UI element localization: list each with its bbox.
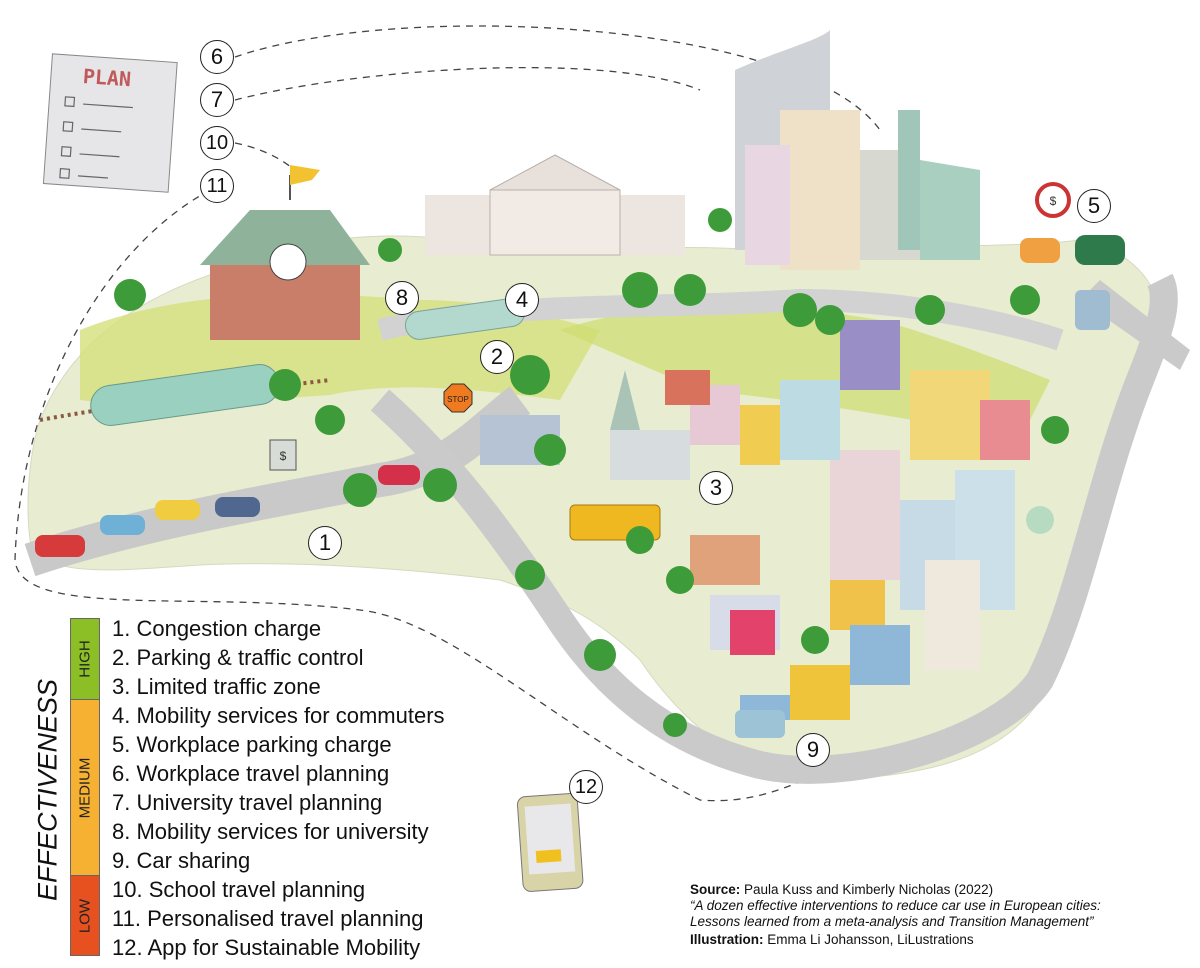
marker-6: 6	[200, 40, 234, 74]
school-building	[200, 165, 370, 340]
legend-item: 1. Congestion charge	[112, 616, 322, 641]
legend-item: 2. Parking & traffic control	[112, 645, 364, 670]
source-title-line1: “A dozen effective interventions to redu…	[690, 898, 1101, 913]
charge-sign-road-text: $	[280, 449, 287, 463]
parking-charge-sign: $	[1035, 182, 1071, 218]
marker-4: 4	[505, 283, 539, 317]
legend-item: 9. Car sharing	[112, 848, 251, 873]
parking-charge-sign-text: $	[1050, 194, 1057, 208]
phone-app	[516, 793, 584, 892]
dashed-boundary	[14, 25, 881, 802]
level-low: LOW	[70, 875, 100, 956]
legend-item: 6. Workplace travel planning	[112, 761, 390, 786]
office-towers	[735, 30, 980, 270]
illustrator: Emma Li Johansson, LiLustrations	[767, 932, 974, 947]
illustration-label: Illustration:	[690, 932, 764, 947]
plan-title: PLAN	[82, 64, 132, 91]
cars	[35, 235, 1125, 738]
stop-sign: STOP	[443, 383, 473, 413]
university-building	[425, 154, 685, 256]
marker-3: 3	[699, 471, 733, 505]
plan-paper: PLAN	[42, 53, 178, 193]
intervention-legend: 1. Congestion charge 2. Parking & traffi…	[112, 614, 445, 962]
legend-item: 7. University travel planning	[112, 790, 383, 815]
source-credit: Source: Paula Kuss and Kimberly Nicholas…	[690, 882, 1101, 948]
marker-12: 12	[569, 770, 603, 804]
marker-1: 1	[308, 526, 342, 560]
city-blocks	[480, 320, 1030, 720]
source-label: Source:	[690, 882, 741, 897]
source-title-line2: Lessons learned from a meta-analysis and…	[690, 914, 1094, 929]
legend-item: 10. School travel planning	[112, 877, 366, 902]
marker-9: 9	[796, 733, 830, 767]
marker-11: 11	[200, 169, 234, 203]
legend-item: 3. Limited traffic zone	[112, 674, 321, 699]
marker-2: 2	[480, 340, 514, 374]
marker-5: 5	[1077, 189, 1111, 223]
level-medium-label: MEDIUM	[76, 757, 94, 818]
level-low-label: LOW	[76, 898, 94, 933]
legend-item: 11. Personalised travel planning	[112, 906, 424, 931]
legend-item: 8. Mobility services for university	[112, 819, 429, 844]
trees	[114, 208, 1069, 737]
road-curve	[370, 273, 1178, 784]
marker-8: 8	[385, 281, 419, 315]
legend-item: 12. App for Sustainable Mobility	[112, 935, 421, 960]
source-authors: Paula Kuss and Kimberly Nicholas (2022)	[744, 882, 994, 897]
charge-sign-road: $	[269, 439, 297, 471]
legend-item: 5. Workplace parking charge	[112, 732, 392, 757]
legend-item: 4. Mobility services for commuters	[112, 703, 445, 728]
level-medium: MEDIUM	[70, 699, 100, 876]
level-high-label: HIGH	[76, 640, 94, 678]
marker-7: 7	[200, 83, 234, 117]
effectiveness-axis-label: EFFECTIVENESS	[32, 678, 63, 902]
stop-sign-text: STOP	[447, 395, 469, 404]
marker-10: 10	[200, 126, 234, 160]
level-high: HIGH	[70, 618, 100, 700]
